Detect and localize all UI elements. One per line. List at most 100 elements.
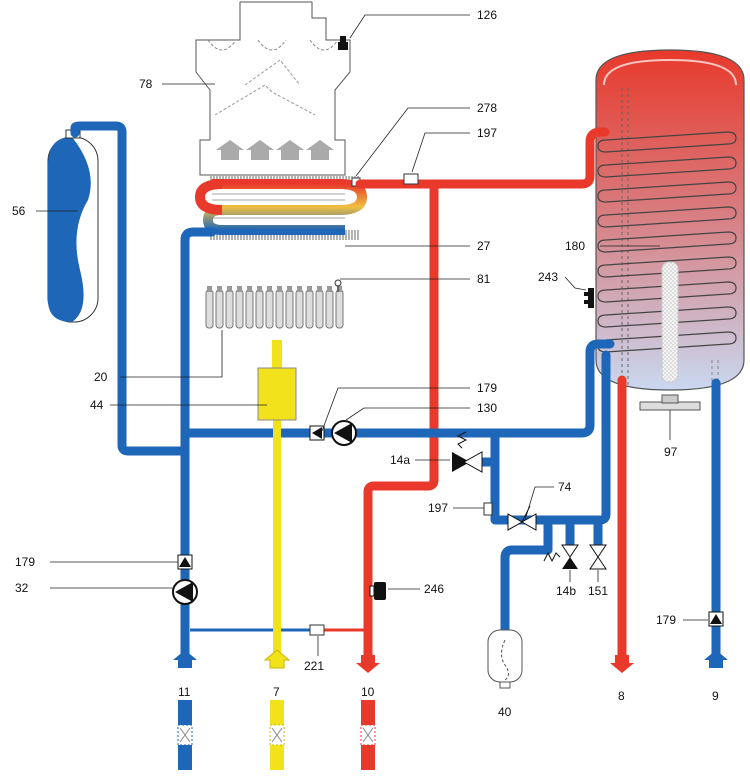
label-179-right: 179: [656, 613, 676, 627]
flue-hood: [195, 1, 351, 176]
burner: [315, 289, 324, 329]
label-221: 221: [304, 659, 324, 673]
label-126: 126: [477, 8, 497, 22]
label-56: 56: [12, 204, 26, 218]
burner: [265, 289, 274, 329]
label-78: 78: [139, 77, 153, 91]
label-179-top: 179: [477, 381, 497, 395]
burner-tip: [247, 286, 252, 292]
leader-lines: [36, 14, 708, 656]
coil-turn: [597, 306, 737, 328]
burner-tip: [307, 286, 312, 292]
label-243: 243: [538, 270, 558, 284]
label-10: 10: [361, 685, 375, 699]
check-valve-179-left: [177, 554, 193, 570]
pump-32: [172, 579, 198, 605]
coil-turn: [597, 231, 737, 253]
label-180: 180: [565, 239, 585, 253]
label-197-mid: 197: [428, 501, 448, 515]
burner: [245, 289, 254, 329]
connection-9: [704, 650, 728, 668]
connection-8: [610, 655, 634, 673]
coil-turn: [597, 156, 737, 178]
connection-11: [173, 650, 197, 770]
burner-tip: [237, 286, 242, 292]
sensor-197-mid: [483, 502, 493, 516]
burner: [335, 289, 344, 329]
flue-arrows: [216, 140, 334, 160]
cold-pipes: [70, 121, 721, 660]
burner: [215, 289, 224, 329]
gas-valve: [257, 367, 297, 421]
expansion-vessel: [47, 129, 99, 323]
burner-tip: [297, 286, 302, 292]
burner: [325, 289, 334, 329]
check-valve-179-right: [708, 611, 724, 627]
label-130: 130: [477, 401, 497, 415]
label-197-top: 197: [477, 126, 497, 140]
burner-bank: [205, 286, 344, 329]
burner-tip: [287, 286, 292, 292]
sensor-243: [584, 288, 594, 308]
label-151: 151: [588, 584, 608, 598]
burner-tip: [267, 286, 272, 292]
burner-tip: [337, 286, 342, 292]
heat-exchanger: [194, 176, 368, 240]
connection-10: [356, 655, 380, 770]
ignition-electrode-81: [334, 279, 342, 292]
label-14a: 14a: [390, 453, 410, 467]
safety-valve-14a: [452, 431, 483, 473]
burner-tip: [317, 286, 322, 292]
label-81: 81: [477, 272, 491, 286]
label-40: 40: [498, 705, 512, 719]
label-9: 9: [712, 689, 719, 703]
anode-flange-97: [639, 394, 701, 411]
coil-turn: [597, 131, 737, 153]
hot-pipes: [322, 127, 627, 660]
burner-tip: [217, 286, 222, 292]
label-74: 74: [558, 480, 572, 494]
label-27: 27: [477, 239, 491, 253]
label-20: 20: [94, 370, 108, 384]
burner-tip: [257, 286, 262, 292]
burner: [255, 289, 264, 329]
label-14b: 14b: [556, 584, 576, 598]
burner: [235, 289, 244, 329]
burner: [305, 289, 314, 329]
burner: [285, 289, 294, 329]
label-7: 7: [273, 685, 280, 699]
label-246: 246: [424, 582, 444, 596]
expansion-vessel-40: [487, 629, 523, 689]
connection-7: [263, 649, 291, 770]
valve-74: [507, 505, 537, 531]
valve-151: [589, 544, 607, 570]
check-valve-179-top: [309, 425, 325, 441]
label-97: 97: [664, 445, 678, 459]
label-179-left: 179: [15, 555, 35, 569]
burner: [275, 289, 284, 329]
burner: [295, 289, 304, 329]
label-44: 44: [90, 398, 104, 412]
burner: [225, 289, 234, 329]
storage-tank: [595, 49, 745, 391]
burner-tip: [277, 286, 282, 292]
label-11: 11: [178, 685, 191, 699]
labels: 126 78 278 197 56 27 180 81 243 20 179 4…: [12, 8, 719, 719]
label-8: 8: [618, 689, 625, 703]
filter-221: [309, 624, 325, 636]
burner: [205, 289, 214, 329]
burner-tip: [327, 286, 332, 292]
coil-turn: [597, 206, 737, 228]
flue-sensor-126: [338, 36, 348, 50]
sensor-197-top: [403, 173, 419, 185]
burner-tip: [207, 286, 212, 292]
coil-turn: [597, 256, 737, 278]
pump-130: [331, 420, 357, 446]
sensor-246: [369, 582, 386, 600]
burner-tip: [227, 286, 232, 292]
safety-valve-14b: [543, 544, 579, 569]
label-278: 278: [477, 101, 497, 115]
coil-turn: [597, 181, 737, 203]
coil-turn: [597, 281, 737, 303]
